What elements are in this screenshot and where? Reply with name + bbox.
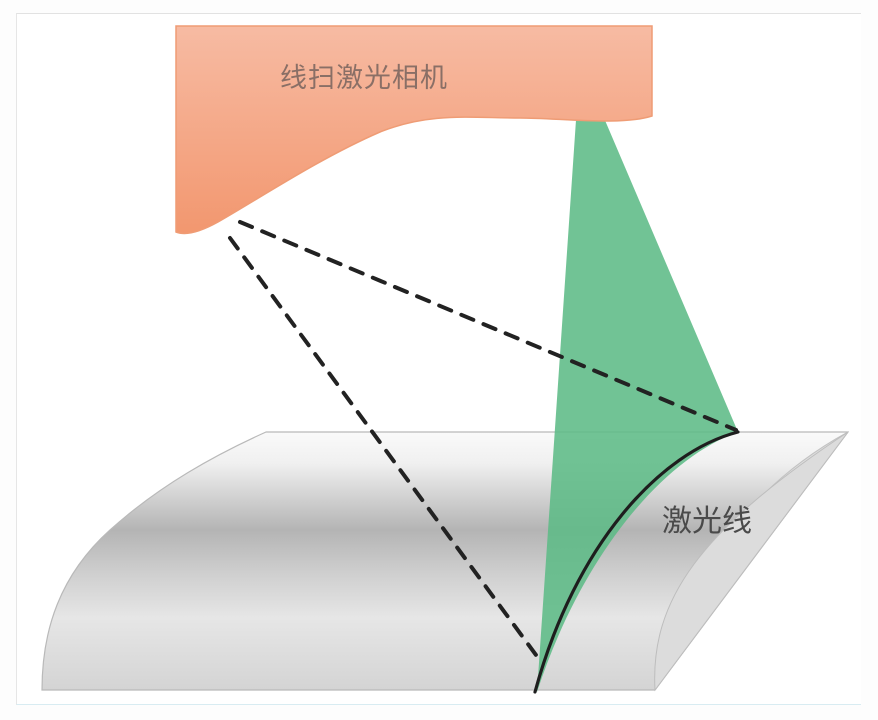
workpiece bbox=[41, 431, 850, 692]
laser-line bbox=[533, 430, 740, 694]
laser-line-label: 激光线 bbox=[662, 504, 752, 539]
camera-label: 线扫激光相机 bbox=[280, 63, 448, 94]
sight-line-upper bbox=[238, 220, 738, 432]
sight-line-lower bbox=[228, 236, 538, 657]
laser-fan bbox=[537, 118, 738, 692]
line-scan-laser-camera bbox=[175, 25, 653, 235]
workpiece-end-face-edge bbox=[654, 431, 849, 692]
camera-sight-lines bbox=[228, 220, 738, 657]
